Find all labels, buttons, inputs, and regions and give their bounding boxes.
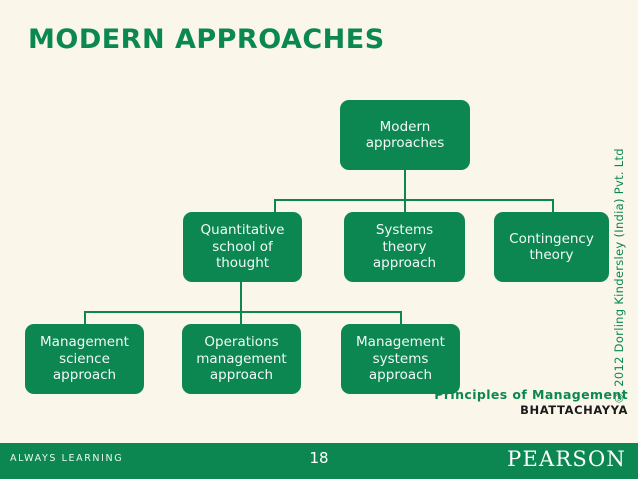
connector-root-stem (404, 170, 406, 200)
connector-drop-mgmt-sci (84, 311, 86, 324)
connector-drop-ops-mgmt (240, 311, 242, 324)
node-operations-management-approach[interactable]: Operations management approach (182, 324, 301, 394)
node-modern-approaches[interactable]: Modern approaches (340, 100, 470, 170)
footer-bar: ALWAYS LEARNING 18 PEARSON (0, 443, 638, 479)
node-contingency-theory[interactable]: Contingency theory (494, 212, 609, 282)
book-title: Principles of Management (434, 387, 628, 402)
page-title: MODERN APPROACHES (28, 24, 385, 55)
node-systems-theory-approach[interactable]: Systems theory approach (344, 212, 465, 282)
book-credit: Principles of Management BHATTACHAYYA (434, 387, 628, 417)
connector-row3-bus (84, 311, 402, 313)
connector-drop-contingency (552, 199, 554, 212)
copyright-notice: © 2012 Dorling Kindersley (India) Pvt. L… (612, 148, 626, 405)
connector-drop-mgmt-sys (400, 311, 402, 324)
connector-drop-quant (274, 199, 276, 212)
node-quantitative-school-of-thought[interactable]: Quantitative school of thought (183, 212, 302, 282)
page-number: 18 (309, 449, 329, 467)
node-management-systems-approach[interactable]: Management systems approach (341, 324, 460, 394)
connector-row2-bus (274, 199, 554, 201)
footer-tagline: ALWAYS LEARNING (10, 453, 124, 464)
connector-quant-stem (240, 282, 242, 312)
node-management-science-approach[interactable]: Management science approach (25, 324, 144, 394)
connector-drop-systems (404, 199, 406, 212)
book-author: BHATTACHAYYA (520, 402, 628, 417)
pearson-logo: PEARSON (507, 447, 626, 471)
